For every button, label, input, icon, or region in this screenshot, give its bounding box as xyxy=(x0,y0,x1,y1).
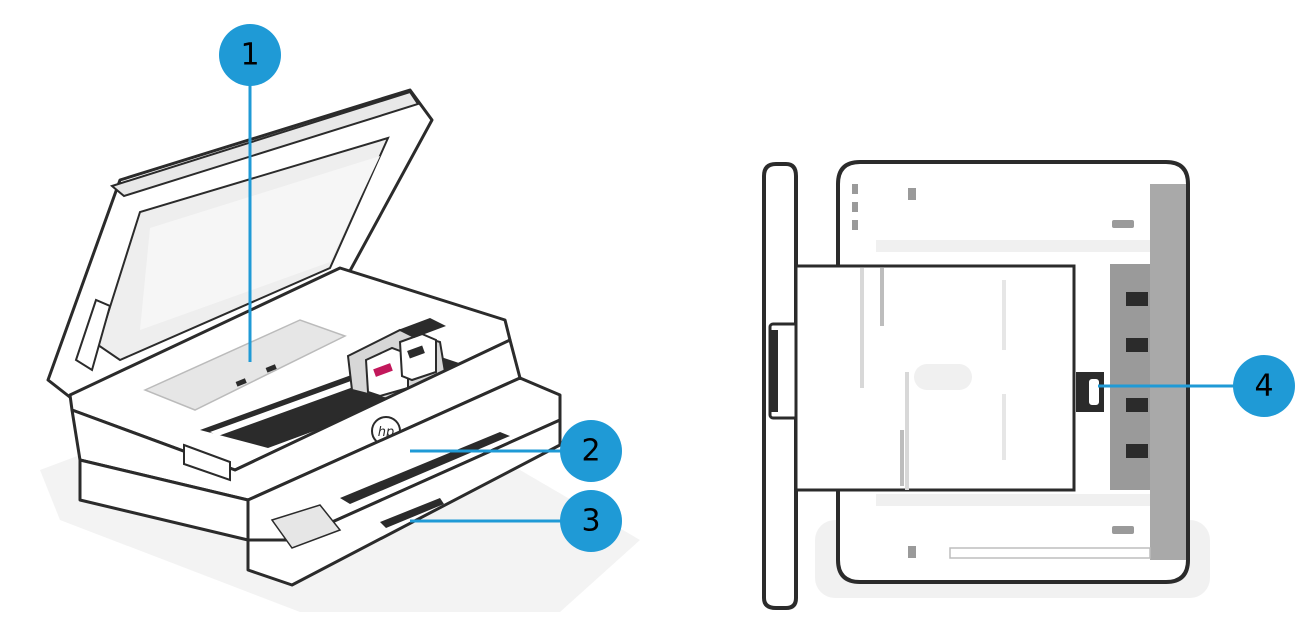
paper-center-tab xyxy=(914,364,972,390)
paper-guide-6 xyxy=(1002,394,1006,460)
callout-3-badge xyxy=(560,490,622,552)
color-cartridge-label xyxy=(373,363,393,377)
callout-4-badge xyxy=(1233,355,1295,417)
paper-guide-left xyxy=(860,268,864,388)
black-cartridge xyxy=(398,332,437,382)
scanner-lid-rim xyxy=(109,90,420,198)
tray-gray-panel xyxy=(1150,184,1186,560)
tray-inner-top xyxy=(876,240,1150,252)
lid-pad xyxy=(140,156,380,330)
callout-1: 1 xyxy=(219,24,281,362)
input-tray-handle xyxy=(380,498,444,528)
lid-hinge-left xyxy=(74,298,112,372)
callout-1-badge xyxy=(219,24,281,86)
paper-guide-4 xyxy=(900,430,904,486)
paper-guide-5 xyxy=(1002,280,1006,350)
callout-3-label: 3 xyxy=(581,504,600,539)
callout-4: 4 xyxy=(1098,355,1295,417)
callout-1-label: 1 xyxy=(240,38,259,73)
paper-tray-illustration xyxy=(762,160,1210,610)
paper-tray-latch-inner xyxy=(1087,377,1101,407)
callout-4-label: 4 xyxy=(1254,369,1273,404)
paper-guide-3 xyxy=(905,372,909,490)
callout-2-badge xyxy=(560,420,622,482)
tray-rail-teeth xyxy=(1126,292,1148,458)
tray-bottom-slot xyxy=(949,547,1151,559)
callout-3: 3 xyxy=(410,490,622,552)
printer-illustration: hp xyxy=(40,88,640,612)
scanner-glass xyxy=(143,319,347,411)
callout-2-label: 2 xyxy=(581,434,600,469)
cartridge-lid xyxy=(398,318,446,338)
front-slot xyxy=(183,443,231,482)
tray-marks xyxy=(852,184,1134,558)
glass-mark-1 xyxy=(235,378,247,387)
tray-front-handle-inner xyxy=(770,330,778,412)
glass-mark-2 xyxy=(265,364,277,373)
callout-2: 2 xyxy=(410,420,622,482)
tray-inner-bottom xyxy=(876,494,1150,506)
black-cartridge-label xyxy=(407,345,425,359)
paper-guide-2 xyxy=(880,268,884,326)
control-panel xyxy=(270,504,342,549)
